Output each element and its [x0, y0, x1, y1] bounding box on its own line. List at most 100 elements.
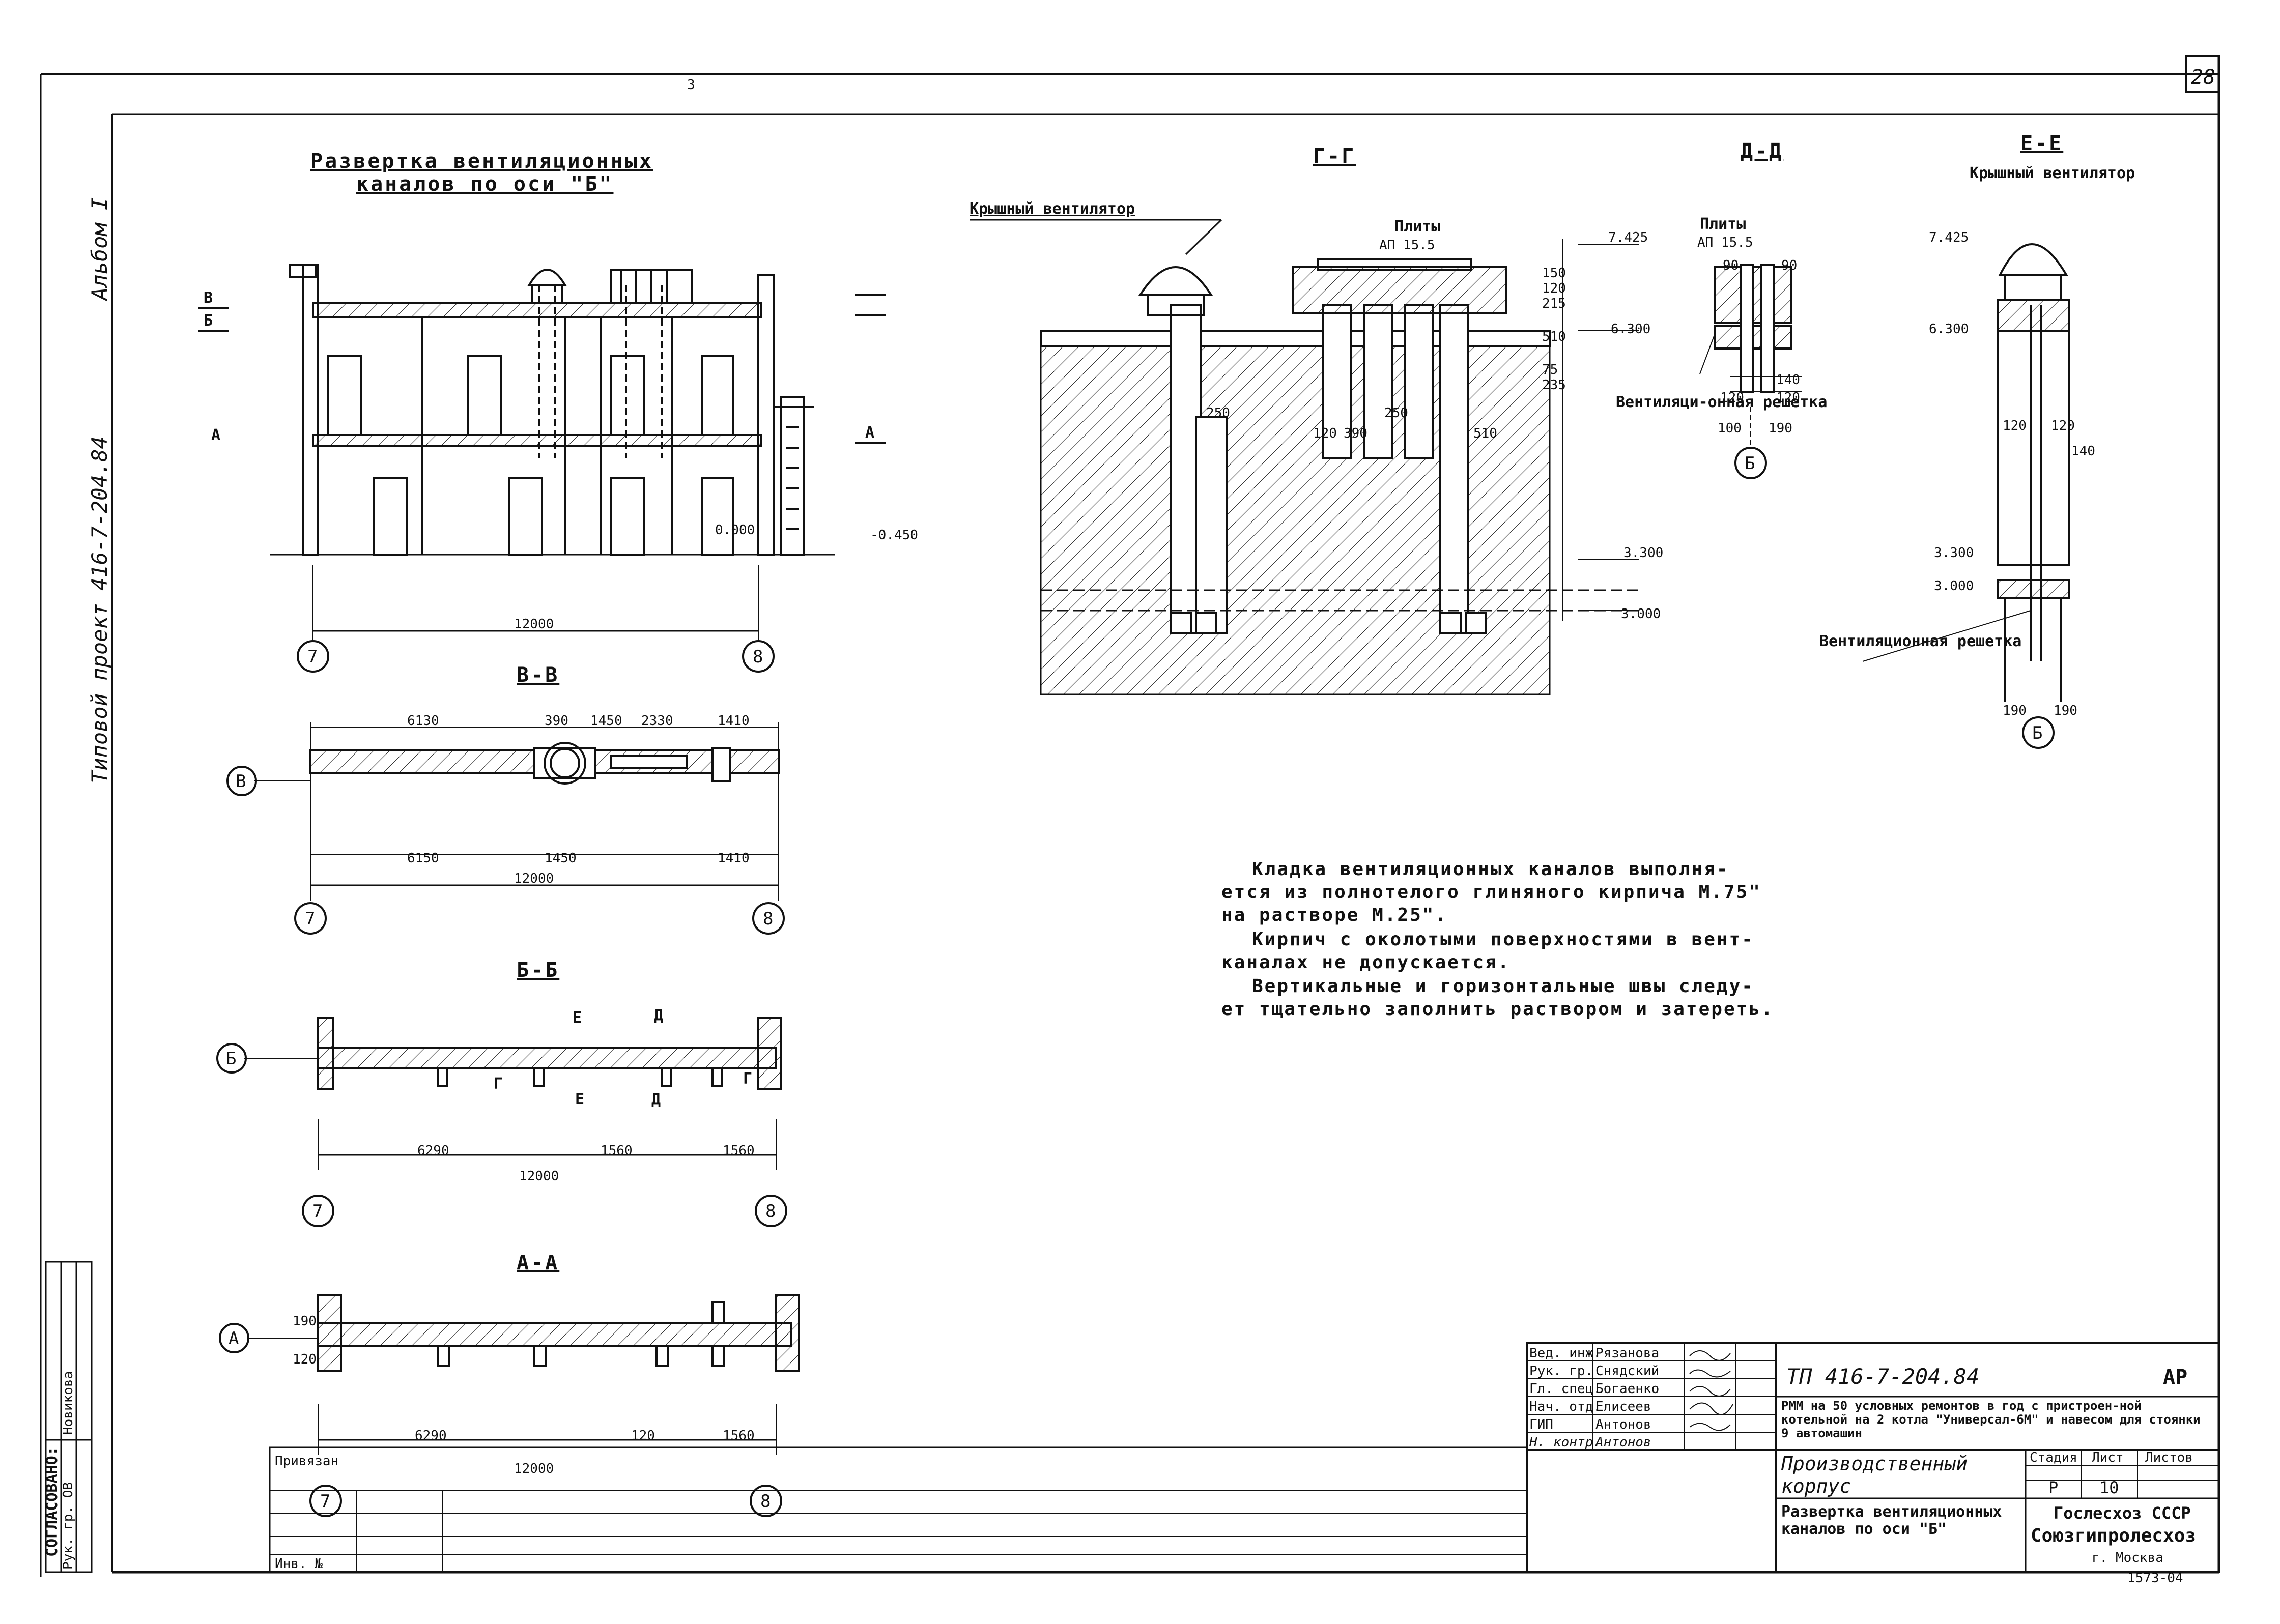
- agreed-name: Новикова: [61, 1371, 76, 1435]
- gg-level-1: 7.425: [1608, 230, 1648, 245]
- elev-axis-7: 7: [307, 647, 318, 667]
- gg-title: Г-Г: [1313, 144, 1356, 168]
- dd-dim-4: 140: [1776, 372, 1800, 388]
- aa-total: 12000: [514, 1461, 554, 1476]
- aa-side-dim-1: 190: [293, 1314, 317, 1329]
- gg-dim-11: 510: [1473, 426, 1497, 441]
- ee-axis: Б: [2032, 723, 2042, 743]
- tb-roles: Вед. инж. Рязанова Рук. гр. Снядский Гл.…: [1529, 1346, 1659, 1450]
- note-line-3: на растворе М.25".: [1221, 905, 1447, 925]
- ee-level-3: 3.300: [1934, 545, 1974, 561]
- bb-cut-d1: Д: [654, 1006, 663, 1024]
- side-project-text: Типовой проект 416-7-204.84: [87, 436, 112, 784]
- vv-dim-4: 2330: [641, 713, 673, 729]
- tb-org2: Союзгипролесхоз: [2031, 1525, 2196, 1546]
- tb-name-1: Рязанова: [1595, 1346, 1659, 1361]
- vv-title: В-В: [517, 663, 559, 687]
- side-project-label: Типовой проект 416-7-204.84 Альбом I: [87, 197, 112, 784]
- title-block: [269, 1342, 2220, 1573]
- gg-plates: Плиты: [1394, 218, 1440, 236]
- vv-axis: В: [236, 771, 246, 792]
- vv-dim-1: 6130: [407, 713, 439, 729]
- note-line-7: ет тщательно заполнить раствором и затер…: [1221, 999, 1774, 1020]
- gg-plates-code: АП 15.5: [1379, 238, 1435, 253]
- tb-role-5: ГИП: [1529, 1417, 1553, 1432]
- agreed-role: Рук. гр. ОВ: [61, 1482, 76, 1570]
- elev-mark-a: А: [211, 426, 220, 444]
- dd-dim-1: 90: [1723, 258, 1738, 273]
- gg-fan-label: Крышный вентилятор: [970, 200, 1135, 218]
- tb-description-wrap: РММ на 50 условных ремонтов в год с прис…: [1781, 1399, 2201, 1440]
- dd-plates: Плиты: [1700, 215, 1746, 233]
- tb-stage: Р: [2048, 1478, 2058, 1497]
- ee-dim-4: 190: [2003, 703, 2027, 718]
- ee-dim-3: 140: [2071, 444, 2095, 459]
- tb-role-6: Н. контр.: [1529, 1435, 1601, 1450]
- elev-axis-8: 8: [753, 647, 763, 667]
- dd-plates-code: АП 15.5: [1697, 235, 1753, 250]
- dd-title: Д-Д: [1741, 139, 1783, 163]
- tb-sheet-title: Развертка вентиляционных каналов по оси …: [1781, 1503, 2002, 1538]
- tb-role-1: Вед. инж.: [1529, 1346, 1601, 1361]
- dd-dim-2: 90: [1781, 258, 1797, 273]
- top-mark: 3: [687, 77, 695, 93]
- aa-dim-2: 120: [631, 1428, 655, 1443]
- gg-level-2: 6.300: [1611, 322, 1650, 337]
- gg-level-3: 3.300: [1623, 545, 1663, 561]
- elevation-view: [198, 264, 886, 673]
- plan-vv: [226, 722, 785, 935]
- plan-bb: [216, 1017, 787, 1227]
- bb-cut-g1: Г: [494, 1075, 503, 1093]
- vv-bdim-1: 6150: [407, 851, 439, 866]
- bb-dim-1: 6290: [417, 1143, 449, 1158]
- vv-dim-2: 390: [545, 713, 568, 729]
- aa-dim-3: 1560: [723, 1428, 755, 1443]
- tb-sheets-h: Листов: [2145, 1450, 2193, 1465]
- bb-axis-7: 7: [312, 1201, 323, 1222]
- vv-axis-7: 7: [305, 909, 315, 929]
- gg-dim-8: 120: [1313, 426, 1337, 441]
- gg-dim-9: 390: [1344, 426, 1367, 441]
- agreed-label: СОГЛАСОВАНО:: [43, 1446, 61, 1557]
- vv-total: 12000: [514, 871, 554, 886]
- vv-axis-8: 8: [763, 909, 773, 929]
- elev-mark-b: Б: [204, 312, 213, 330]
- elev-level-m: -0.450: [870, 528, 918, 543]
- ee-section: [1862, 243, 2070, 749]
- bb-cut-d2: Д: [651, 1090, 661, 1108]
- ee-grille: Вентиляционная решетка: [1819, 632, 2021, 650]
- plan-aa: [219, 1294, 800, 1517]
- note-line-4: Кирпич с околотыми поверхностями в вент-: [1252, 929, 1754, 950]
- gg-dim-10: 250: [1384, 405, 1408, 421]
- tb-role-4: Нач. отд.: [1529, 1399, 1601, 1414]
- bb-axis: Б: [226, 1049, 236, 1069]
- bb-title: Б-Б: [517, 959, 559, 982]
- tb-description: РММ на 50 условных ремонтов в год с прис…: [1781, 1399, 2201, 1440]
- ee-dim-1: 120: [2003, 418, 2027, 433]
- aa-side-dim-2: 120: [293, 1352, 317, 1367]
- tb-building-wrap: Производственный корпус: [1781, 1453, 1968, 1497]
- aa-dim-1: 6290: [415, 1428, 447, 1443]
- tb-org1: Гослесхоз СССР: [2054, 1503, 2191, 1523]
- note-line-2: ется из полнотелого глиняного кирпича М.…: [1221, 882, 1761, 903]
- gg-dim-7: 250: [1206, 405, 1230, 421]
- ee-level-1: 7.425: [1929, 230, 1969, 245]
- tb-name-5: Антонов: [1595, 1417, 1651, 1432]
- aa-title: А-А: [517, 1251, 559, 1274]
- dd-axis: Б: [1745, 453, 1755, 474]
- ee-title: Е-Е: [2020, 132, 2063, 155]
- main-title-line2: каналов по оси "Б": [356, 172, 613, 196]
- ee-level-4: 3.000: [1934, 578, 1974, 594]
- gg-section: [970, 219, 1639, 695]
- notes-block: Кладка вентиляционных каналов выполня- е…: [1221, 859, 1774, 1020]
- tb-inv: Инв. №: [275, 1556, 323, 1572]
- tb-role-2: Рук. гр.: [1529, 1364, 1593, 1379]
- sheet-number: 28: [2191, 66, 2215, 89]
- dd-section: [1699, 264, 1802, 479]
- note-line-5: каналах не допускается.: [1221, 952, 1510, 973]
- aa-axis-8: 8: [760, 1491, 771, 1512]
- tb-signatures: [1689, 1350, 1733, 1431]
- tb-code: ТП 416-7-204.84: [1786, 1364, 1979, 1389]
- elev-mark-a-right: А: [865, 424, 874, 442]
- gg-dim-4: 510: [1542, 329, 1566, 344]
